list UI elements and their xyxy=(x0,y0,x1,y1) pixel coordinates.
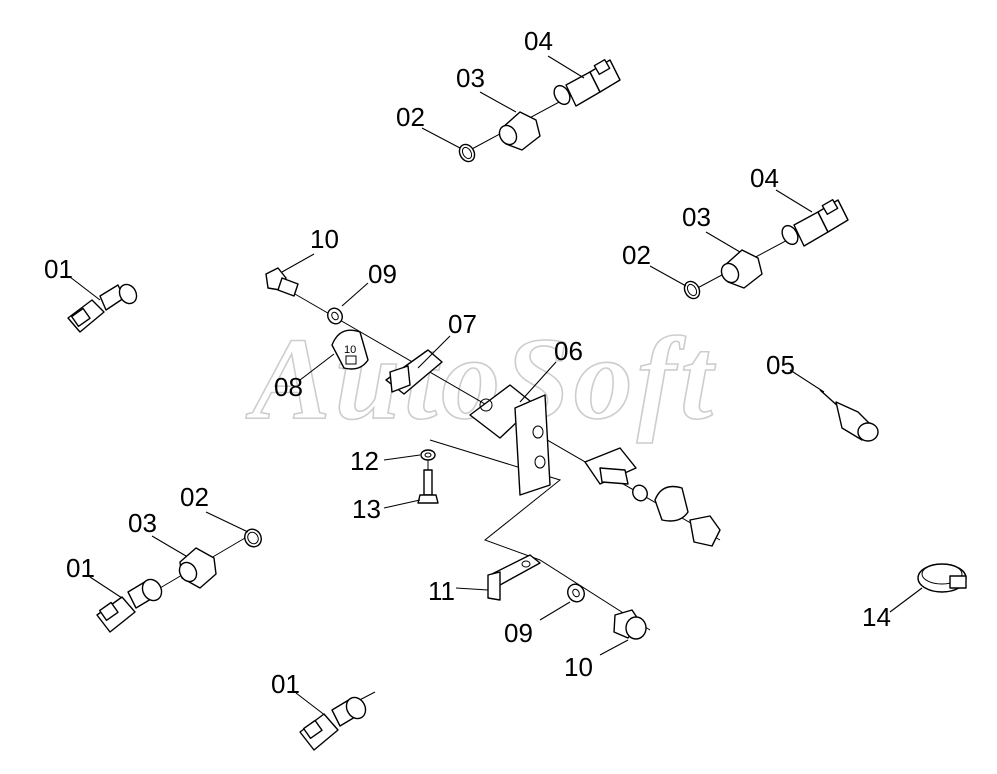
callout-04-top: 04 xyxy=(524,26,553,56)
callout-09-bottom: 09 xyxy=(504,618,533,648)
callout-08: 08 xyxy=(274,372,303,402)
washer-09-top xyxy=(327,307,343,325)
callout-02-left: 02 xyxy=(180,482,209,512)
clip-07 xyxy=(385,349,443,395)
pressure-sensor-01-bottom xyxy=(299,696,367,751)
watermark-text: AutoSoft xyxy=(245,313,717,444)
callout-06: 06 xyxy=(554,336,583,366)
callout-09-top: 09 xyxy=(368,259,397,289)
bracket-06 xyxy=(469,384,551,496)
callout-12: 12 xyxy=(350,446,379,476)
o-ring-02-right xyxy=(683,280,701,300)
plate-11 xyxy=(487,554,541,601)
pressure-sensor-01-bottom-left xyxy=(96,578,163,633)
callout-10-bottom: 10 xyxy=(564,652,593,682)
callout-07: 07 xyxy=(448,309,477,339)
callout-02-right: 02 xyxy=(622,240,651,270)
pressure-sensor-01-left xyxy=(67,283,138,333)
adapter-03-left xyxy=(178,547,217,589)
callout-03-right: 03 xyxy=(682,202,711,232)
clamp-right xyxy=(654,485,689,522)
callout-01-bottom: 01 xyxy=(271,669,300,699)
clip-right xyxy=(584,447,637,485)
callout-01-top-left: 01 xyxy=(44,254,73,284)
clamp-tag-text: 10 xyxy=(344,344,356,356)
callout-11: 11 xyxy=(428,576,455,606)
bolt-10-top xyxy=(265,267,299,297)
pressure-sensor-04-top xyxy=(553,58,621,107)
callout-10-top: 10 xyxy=(310,224,339,254)
leader-lines xyxy=(69,55,923,717)
callout-13: 13 xyxy=(352,494,381,524)
o-ring-02-top xyxy=(458,143,476,163)
callout-03-left: 03 xyxy=(128,508,157,538)
pressure-sensor-04-right xyxy=(781,198,849,247)
adapter-03-right xyxy=(720,249,763,289)
callout-02-top: 02 xyxy=(396,102,425,132)
hose-clamp-14 xyxy=(917,563,967,593)
callout-14: 14 xyxy=(862,602,891,632)
callout-03-top: 03 xyxy=(456,63,485,93)
callout-05: 05 xyxy=(766,350,795,380)
washer-right xyxy=(632,484,648,502)
washer-09-bottom xyxy=(567,583,585,603)
washer-12 xyxy=(420,449,436,461)
o-ring-02-left xyxy=(244,528,262,548)
adapter-03-top xyxy=(498,111,541,151)
bolt-10-bottom xyxy=(613,609,647,640)
bolt-13 xyxy=(417,469,439,504)
callout-04-right: 04 xyxy=(750,163,779,193)
bolt-right xyxy=(689,515,721,547)
callout-labels: 01 01 01 02 02 02 03 03 03 04 04 05 06 0… xyxy=(44,26,891,699)
callout-01-left: 01 xyxy=(66,553,95,583)
clamp-08: 10 xyxy=(331,329,369,370)
temperature-sensor-05 xyxy=(819,389,879,442)
